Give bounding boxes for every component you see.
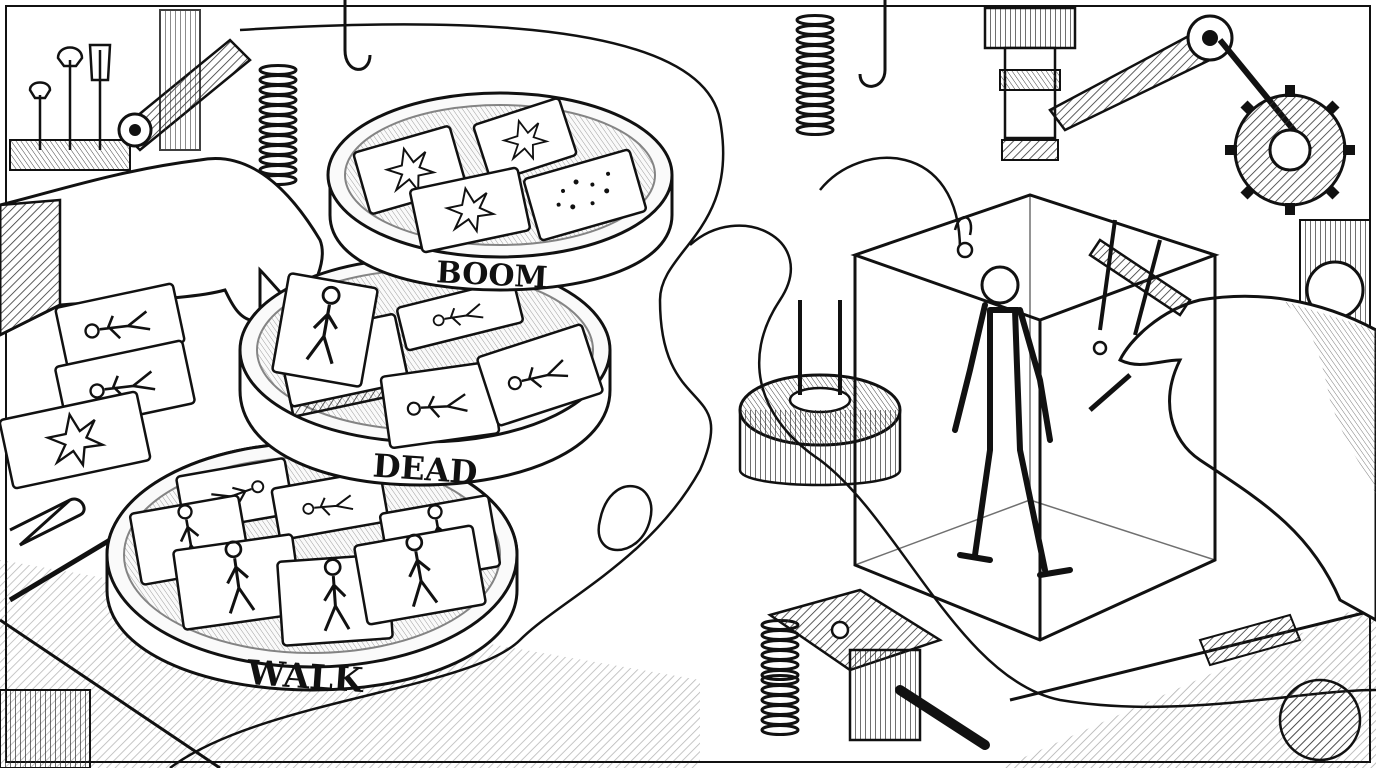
caliper-icon: [1088, 219, 1192, 336]
boom-tray-label: BOOM: [435, 255, 548, 296]
hook-icon: [343, 0, 887, 88]
vise-icon: [767, 588, 990, 750]
right-hand-icon: [1088, 294, 1376, 622]
boom-tray: [326, 91, 674, 292]
wrench-rack-icon: [9, 43, 131, 171]
wire-icon: [169, 22, 1376, 768]
dead-tray: [238, 256, 612, 487]
spring-icon: [258, 64, 298, 126]
loose-cards: [0, 282, 196, 490]
robot-figure-icon: [952, 216, 1073, 578]
glass-box: [850, 193, 1220, 642]
screwdriver-icon: [8, 497, 112, 603]
walk-tray-label: WALK: [245, 653, 366, 701]
gear-icon: [1225, 85, 1355, 215]
spring-icon: [760, 674, 800, 736]
spring-icon: [795, 14, 835, 76]
walk-tray: [105, 441, 519, 692]
bench-right-edge: [1198, 613, 1362, 762]
press-machine-icon: [983, 6, 1313, 161]
mechanical-arm-left-icon: [117, 9, 252, 152]
dead-tray-label: DEAD: [372, 446, 479, 491]
spring-icon: [795, 74, 835, 136]
center-gear-icon: [738, 300, 902, 487]
